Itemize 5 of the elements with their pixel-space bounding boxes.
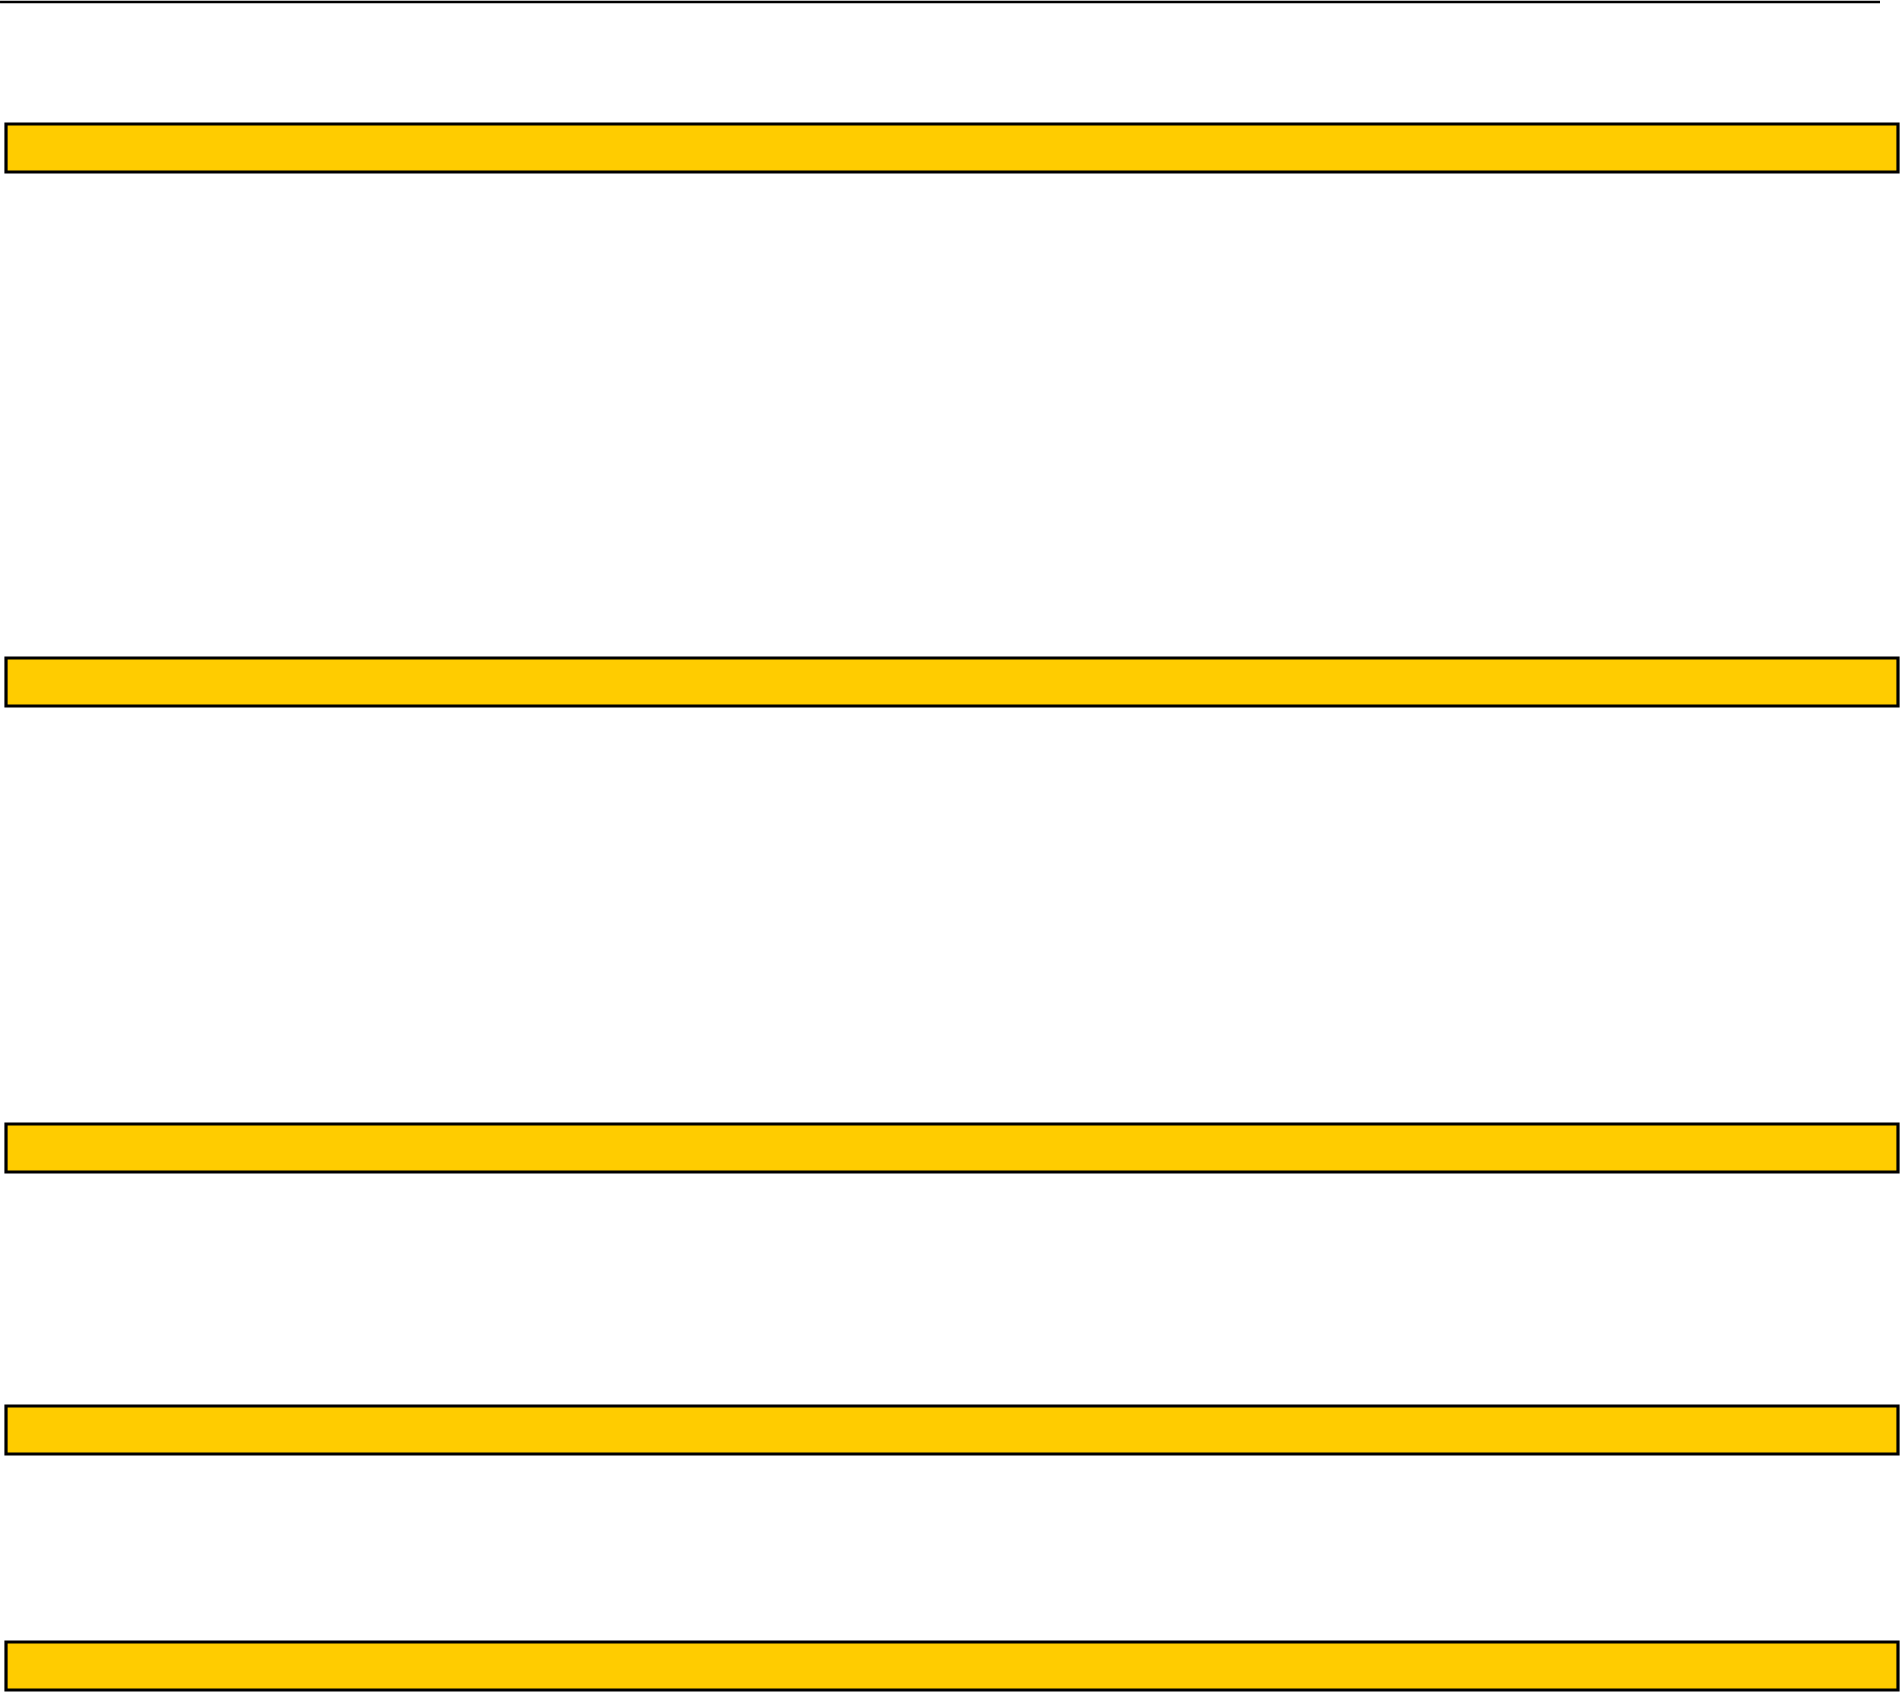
- bar: [4, 1122, 1900, 1174]
- bar: [4, 656, 1900, 708]
- bar: [4, 122, 1900, 174]
- bar: [4, 1404, 1900, 1456]
- bar: [4, 1640, 1900, 1692]
